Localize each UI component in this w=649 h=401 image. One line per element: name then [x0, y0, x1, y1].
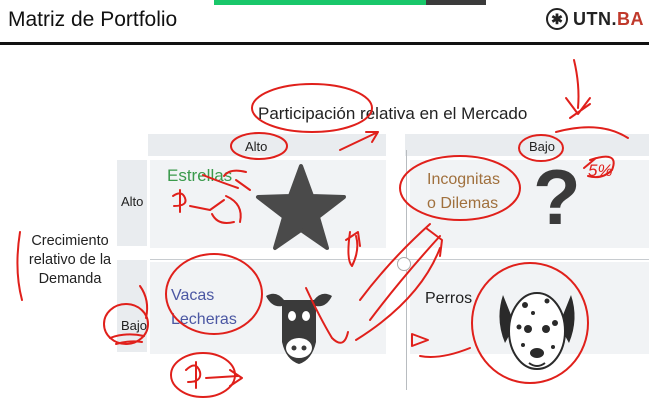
- cash-cows-label: Vacas Lecheras: [171, 284, 237, 332]
- demand-low-label: Bajo: [121, 318, 148, 333]
- question-mark-icon: ?: [533, 153, 581, 241]
- stars-label: Estrellas: [167, 166, 233, 185]
- divider-handle[interactable]: [397, 257, 411, 271]
- screen-share-bar: [214, 0, 486, 5]
- utn-logo: ✱ UTN.BA ▪▪▪: [546, 7, 649, 31]
- question-marks-line2: o Dilemas: [427, 195, 499, 212]
- market-high-label: Alto: [245, 139, 268, 154]
- market-low-label: Bajo: [529, 139, 556, 154]
- demand-low-band: [117, 260, 147, 352]
- market-low-band: [405, 134, 649, 156]
- dalmatian-dog-icon: [499, 292, 575, 370]
- demand-growth-axis-label: Crecimiento relativo de la Demanda: [28, 233, 112, 287]
- screen-share-bar-button[interactable]: [426, 0, 486, 5]
- brand-name: UTN.BA: [573, 8, 644, 29]
- demand-high-label: Alto: [121, 194, 144, 209]
- question-marks-line1: Incognitas: [427, 171, 500, 188]
- question-marks-label: Incognitas o Dilemas: [427, 168, 500, 216]
- cash-cows-line1: Vacas: [171, 287, 215, 304]
- market-share-axis-label: Participación relativa en el Mercado: [258, 104, 528, 123]
- cash-cows-line2: Lecheras: [171, 311, 237, 328]
- dogs-label: Perros: [425, 290, 473, 307]
- slide-title: Matriz de Portfolio: [8, 8, 178, 31]
- utn-emblem-icon: ✱: [546, 8, 568, 30]
- title-rule: [0, 42, 649, 45]
- demand-high-band: [117, 160, 147, 246]
- star-icon: [256, 164, 346, 250]
- cow-icon: [266, 293, 332, 364]
